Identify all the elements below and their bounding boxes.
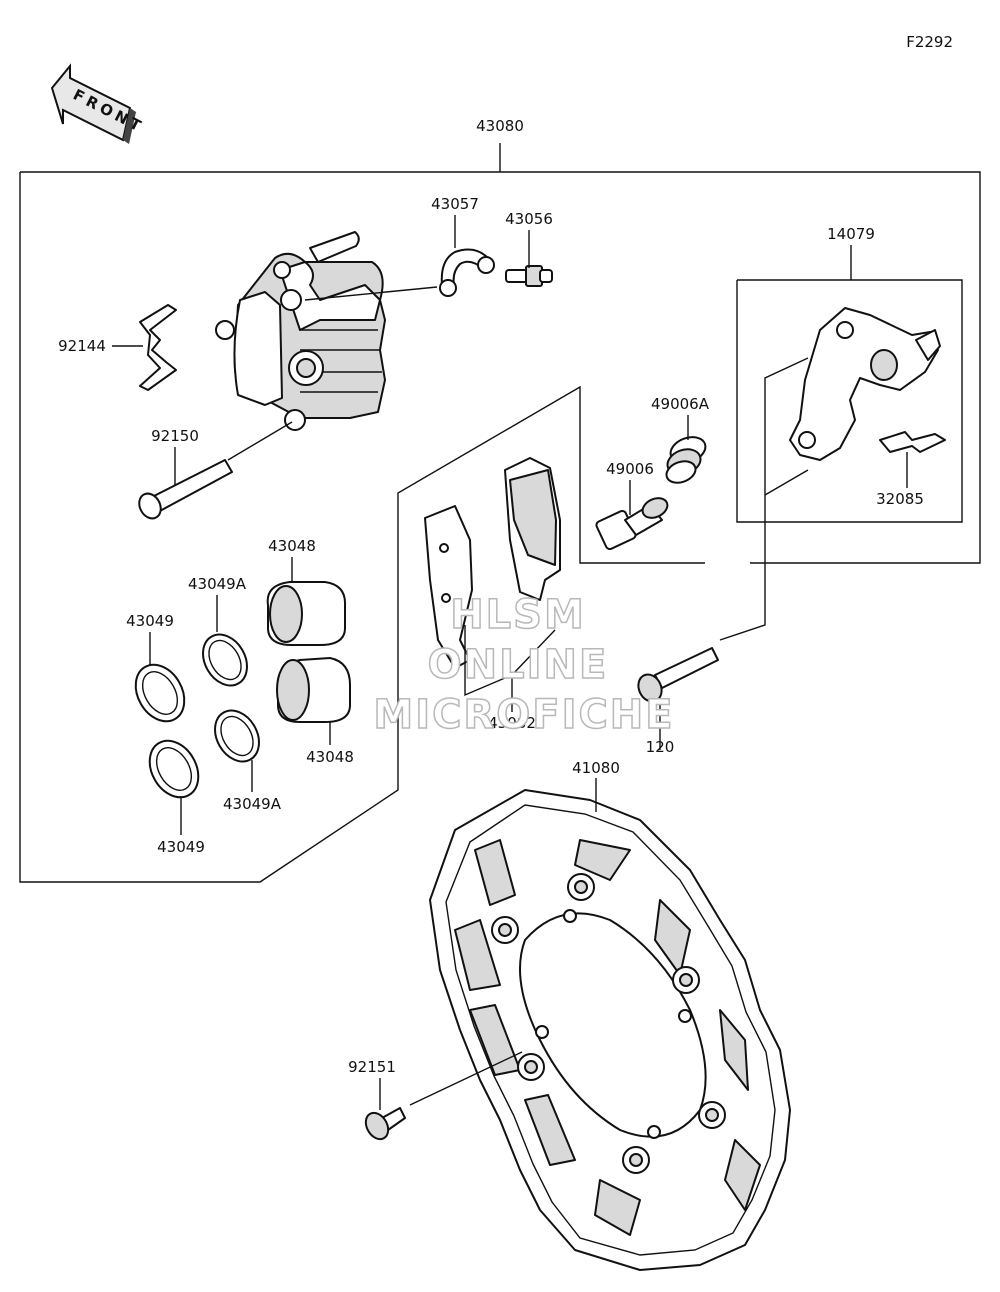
- bleeder-valve: [505, 265, 553, 287]
- part-label-120: 120: [646, 738, 675, 756]
- part-label-49006: 49006: [606, 460, 654, 478]
- watermark: HLSM ONLINE MICROFICHE: [373, 591, 674, 739]
- brake-pads: [424, 457, 561, 669]
- caliper-body: [215, 231, 386, 431]
- part-label-43049A-bottom: 43049A: [223, 795, 282, 813]
- assembly-frame-43080: [19, 143, 981, 883]
- mounting-bolt: [637, 647, 719, 703]
- part-label-92150: 92150: [151, 427, 199, 445]
- part-label-92144: 92144: [58, 337, 106, 355]
- figure-code: F2292: [906, 33, 953, 51]
- part-label-43049A-top: 43049A: [188, 575, 247, 593]
- caliper-bracket: [789, 307, 941, 461]
- part-label-43056: 43056: [505, 210, 553, 228]
- part-label-43049-bottom: 43049: [157, 838, 205, 856]
- bleeder-cap: [439, 248, 495, 297]
- watermark-line-3: MICROFICHE: [373, 692, 674, 738]
- part-label-43048-top: 43048: [268, 537, 316, 555]
- pad-pin: [138, 459, 233, 520]
- part-labels: 43080 43057 43056 14079 92144 92150 4900…: [58, 117, 924, 1076]
- part-label-43082: 43082: [488, 714, 536, 732]
- part-label-92151: 92151: [348, 1058, 396, 1076]
- disc-bolt: [364, 1107, 406, 1141]
- front-arrow-icon: FRONT: [50, 63, 147, 144]
- brake-disc: [429, 789, 791, 1271]
- part-label-32085: 32085: [876, 490, 924, 508]
- part-label-14079: 14079: [827, 225, 875, 243]
- assembly-frame-14079: [736, 245, 963, 523]
- bracket-spring: [879, 431, 946, 453]
- leader-lines: [112, 215, 908, 1110]
- part-label-43080: 43080: [476, 117, 524, 135]
- part-label-43057: 43057: [431, 195, 479, 213]
- dust-boot: [665, 436, 707, 484]
- watermark-line-1: HLSM: [450, 592, 586, 638]
- watermark-line-2: ONLINE: [428, 642, 609, 688]
- part-label-41080: 41080: [572, 759, 620, 777]
- pistons-and-seals: [134, 581, 351, 799]
- part-label-43048-bottom: 43048: [306, 748, 354, 766]
- part-label-49006A: 49006A: [651, 395, 710, 413]
- pad-spring: [139, 304, 177, 391]
- slide-pin: [595, 497, 669, 551]
- part-label-43049-top: 43049: [126, 612, 174, 630]
